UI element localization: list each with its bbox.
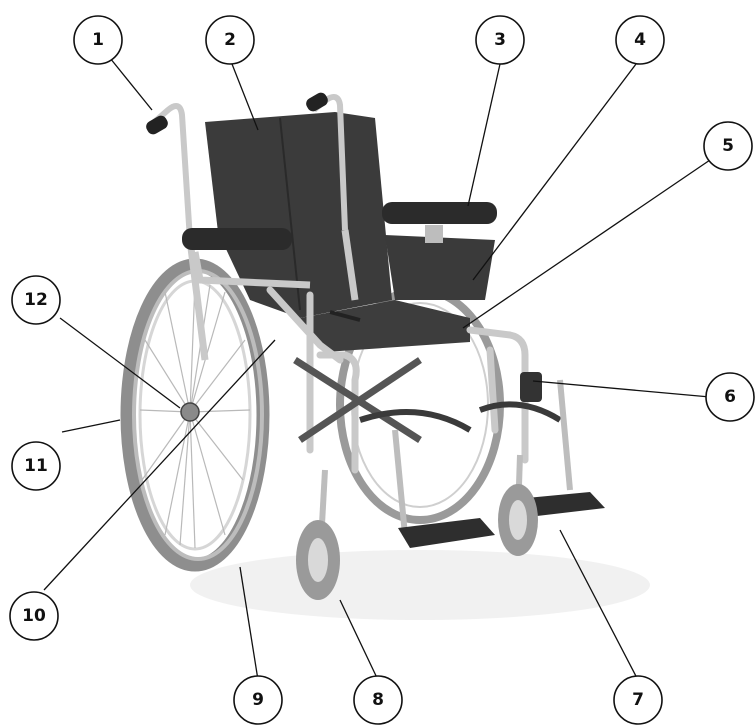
leader-3 bbox=[467, 63, 501, 207]
leader-12 bbox=[59, 317, 181, 409]
leader-7 bbox=[559, 529, 639, 681]
armrest-pad-right bbox=[382, 202, 497, 224]
leader-4 bbox=[472, 63, 637, 281]
leader-10 bbox=[43, 339, 276, 591]
callout-number: 4 bbox=[634, 30, 646, 50]
callout-12: 12 bbox=[11, 275, 61, 325]
callout-number: 7 bbox=[632, 690, 644, 710]
leader-2 bbox=[231, 63, 259, 131]
seat bbox=[300, 300, 470, 352]
callout-4: 4 bbox=[615, 15, 665, 65]
callout-8: 8 bbox=[353, 675, 403, 725]
callout-number: 11 bbox=[24, 456, 48, 476]
leader-1 bbox=[109, 57, 153, 111]
armrest-pad-left bbox=[182, 228, 292, 250]
callout-10: 10 bbox=[9, 591, 59, 641]
callout-number: 9 bbox=[252, 690, 264, 710]
leader-6 bbox=[532, 380, 711, 398]
callout-number: 8 bbox=[372, 690, 384, 710]
callout-number: 3 bbox=[494, 30, 506, 50]
leader-5 bbox=[462, 159, 711, 329]
callout-number: 2 bbox=[224, 30, 236, 50]
callout-7: 7 bbox=[613, 675, 663, 725]
callouts: 1 2 3 4 5 6 7 8 9 10 11 12 bbox=[9, 15, 755, 725]
leader-11 bbox=[61, 419, 121, 433]
push-handles bbox=[146, 92, 348, 241]
callout-5: 5 bbox=[703, 121, 753, 171]
callout-number: 10 bbox=[22, 606, 46, 626]
callout-number: 1 bbox=[92, 30, 104, 50]
callout-number: 6 bbox=[724, 387, 736, 407]
callout-6: 6 bbox=[705, 372, 755, 422]
side-panel bbox=[385, 235, 495, 300]
castor-wheel-right bbox=[498, 454, 538, 556]
callout-11: 11 bbox=[11, 441, 61, 491]
leader-9 bbox=[239, 566, 259, 681]
callout-number: 12 bbox=[24, 290, 48, 310]
callout-1: 1 bbox=[73, 15, 123, 65]
quick-release-axle bbox=[180, 402, 200, 422]
wheelchair-illustration bbox=[120, 92, 650, 620]
callout-2: 2 bbox=[205, 15, 255, 65]
leader-8 bbox=[339, 599, 379, 681]
cross-brace bbox=[293, 357, 422, 443]
castor-wheel bbox=[296, 469, 340, 600]
callout-number: 5 bbox=[722, 136, 734, 156]
callout-3: 3 bbox=[475, 15, 525, 65]
leader-lines bbox=[43, 57, 711, 681]
floor-shadow bbox=[190, 550, 650, 620]
rear-wheel bbox=[120, 258, 270, 572]
footrest-release-lever bbox=[520, 372, 542, 402]
footplate-left bbox=[398, 518, 495, 548]
callout-9: 9 bbox=[233, 675, 283, 725]
